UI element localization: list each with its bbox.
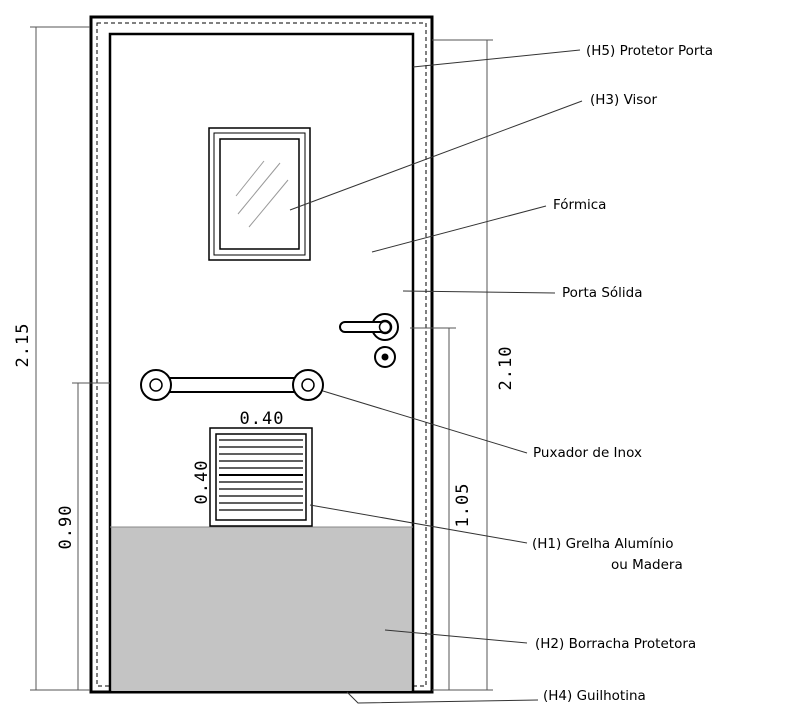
label-h4-guillotine: (H4) Guilhotina: [543, 688, 646, 704]
label-h5-protector: (H5) Protetor Porta: [586, 43, 713, 59]
dim-handle-height: 1.05: [453, 483, 473, 528]
label-h1-grille-line1: (H1) Grelha Alumínio: [532, 536, 673, 552]
lever-handle: [339, 313, 399, 341]
leader-lines: [289, 49, 583, 704]
push-bar: [140, 369, 324, 401]
label-h3-visor: (H3) Visor: [590, 92, 658, 108]
dim-grille-height: 0.40: [192, 460, 212, 505]
dim-total-height: 2.15: [13, 323, 33, 368]
door-leaf: [108, 32, 415, 694]
grille-louvers: [219, 439, 303, 511]
label-push-bar: Puxador de Inox: [533, 445, 642, 461]
kickplate: [111, 527, 412, 690]
label-solid-door: Porta Sólida: [562, 285, 643, 301]
lock-cylinder: [374, 346, 396, 368]
dim-bar-height: 0.90: [56, 505, 76, 550]
ventilation-grille: [209, 427, 313, 527]
label-h2-kickplate: (H2) Borracha Protetora: [535, 636, 696, 652]
label-formica: Fórmica: [553, 197, 606, 213]
dimension-lines: [30, 26, 493, 691]
label-h1-grille-line2: ou Madera: [611, 557, 683, 573]
dim-grille-width: 0.40: [240, 409, 285, 429]
vision-panel: [208, 127, 311, 261]
dim-door-height: 2.10: [496, 346, 516, 391]
